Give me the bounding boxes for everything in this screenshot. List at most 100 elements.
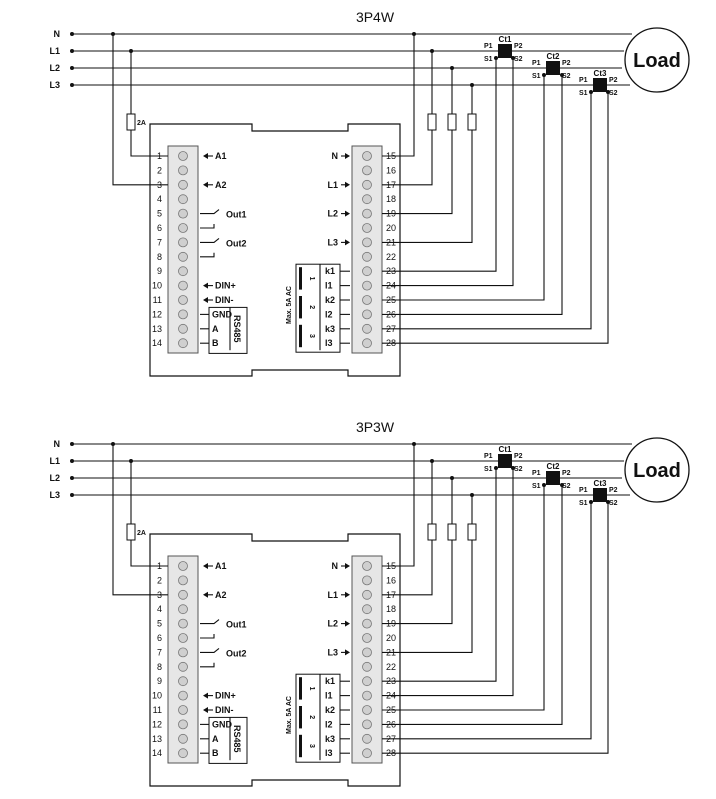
fuse xyxy=(467,523,477,541)
line-label-l1: L1 xyxy=(49,46,60,56)
label-out1: Out1 xyxy=(226,620,247,630)
ct-p1: P1 xyxy=(532,60,541,67)
label-a: A xyxy=(212,324,219,334)
load-circle xyxy=(624,27,690,93)
ct-p2: P2 xyxy=(514,43,523,50)
ct-p1: P1 xyxy=(579,77,588,84)
terminal-number: 10 xyxy=(152,281,162,291)
ct-3 xyxy=(593,488,607,502)
terminal-number: 13 xyxy=(152,734,162,744)
voltage-wire xyxy=(382,540,453,625)
ct-s1: S1 xyxy=(532,73,541,80)
right-terminal-block xyxy=(351,555,383,764)
arrow-right-icon xyxy=(345,591,350,598)
ct-s2: S2 xyxy=(562,483,571,490)
relay-contact xyxy=(200,237,220,243)
terminal-screw xyxy=(178,676,188,687)
arrow-left-icon xyxy=(203,563,208,569)
voltage-wire-n xyxy=(382,34,415,157)
aux-wire-a1 xyxy=(130,540,168,567)
terminal-screw xyxy=(178,223,188,233)
terminal-number: 18 xyxy=(386,604,396,614)
terminal-number: 14 xyxy=(152,748,162,758)
terminal-number: 11 xyxy=(153,705,162,715)
ct-input-bar xyxy=(299,677,302,700)
terminal-number: 6 xyxy=(157,223,162,233)
terminal-screw xyxy=(362,618,372,629)
terminal-number: 20 xyxy=(386,223,396,233)
ct-1 xyxy=(498,44,512,58)
ct-input-number: 1 xyxy=(308,276,315,280)
terminal-screw xyxy=(362,151,372,161)
fuse xyxy=(427,523,437,541)
right-terminal-block xyxy=(351,145,383,354)
arrow-right-icon xyxy=(345,153,350,159)
label-l3: L3 xyxy=(327,647,338,657)
label-a: A xyxy=(212,734,219,744)
fuse xyxy=(447,113,457,131)
terminal-screw xyxy=(178,618,188,629)
ct-wire-k xyxy=(382,58,497,272)
left-terminal-block xyxy=(167,145,199,354)
terminal-screw xyxy=(178,733,188,744)
terminal-number: 5 xyxy=(157,619,162,629)
terminal-number: 14 xyxy=(152,338,162,348)
terminal-screw xyxy=(178,647,188,658)
ct-p1: P1 xyxy=(579,487,588,494)
label-out1: Out1 xyxy=(226,210,247,220)
terminal-screw xyxy=(362,295,372,305)
ct-s1: S1 xyxy=(532,483,541,490)
terminal-screw xyxy=(362,208,372,219)
label-k3: k3 xyxy=(325,324,335,334)
ct-input-bar xyxy=(299,706,302,729)
ct-wire-k xyxy=(382,92,592,330)
label-din-plus: DIN+ xyxy=(215,691,236,701)
terminal-number: 9 xyxy=(157,676,162,686)
terminal-screw xyxy=(362,748,372,759)
voltage-wire-n xyxy=(382,444,415,567)
label-din-minus: DIN- xyxy=(215,705,234,715)
ct-s2: S2 xyxy=(609,90,618,97)
arrow-right-icon xyxy=(345,563,350,569)
terminal-screw xyxy=(362,733,372,744)
terminal-number: 22 xyxy=(386,252,396,262)
ct-1 xyxy=(498,454,512,468)
ct-2 xyxy=(546,61,560,75)
label-l1: L1 xyxy=(327,590,338,600)
terminal-screw xyxy=(178,309,188,320)
ct-input-bar xyxy=(299,267,302,290)
label-l1: l1 xyxy=(325,691,333,701)
line-label-n: N xyxy=(54,29,61,39)
ct-p1: P1 xyxy=(532,470,541,477)
terminal-screw xyxy=(362,179,372,190)
ct-p2: P2 xyxy=(609,487,618,494)
fuse xyxy=(126,523,136,541)
terminal-screw xyxy=(362,223,372,233)
arrow-right-icon xyxy=(345,649,350,656)
relay-contact xyxy=(200,252,215,258)
arrow-right-icon xyxy=(345,181,350,188)
ct-s1: S1 xyxy=(579,90,588,97)
fuse xyxy=(126,113,136,131)
relay-contact xyxy=(200,634,215,639)
label-l2: L2 xyxy=(327,209,338,219)
voltage-wire xyxy=(382,540,473,653)
ct-wire-l xyxy=(382,485,563,725)
terminal-number: 4 xyxy=(157,604,162,614)
ct-wire-k xyxy=(382,75,545,301)
line-label-n: N xyxy=(54,439,61,449)
terminal-number: 6 xyxy=(157,633,162,643)
label-din-minus: DIN- xyxy=(215,295,234,305)
terminal-screw xyxy=(178,661,188,672)
meter-housing xyxy=(149,123,401,377)
label-gnd: GND xyxy=(212,719,233,729)
terminal-screw xyxy=(178,151,188,161)
terminal-screw xyxy=(362,690,372,701)
current-input-box xyxy=(295,673,341,763)
label-l3: L3 xyxy=(327,237,338,247)
arrow-left-icon xyxy=(203,692,208,699)
ct-wire-k xyxy=(382,502,592,740)
arrow-left-icon xyxy=(203,282,208,289)
terminal-screw xyxy=(178,719,188,730)
